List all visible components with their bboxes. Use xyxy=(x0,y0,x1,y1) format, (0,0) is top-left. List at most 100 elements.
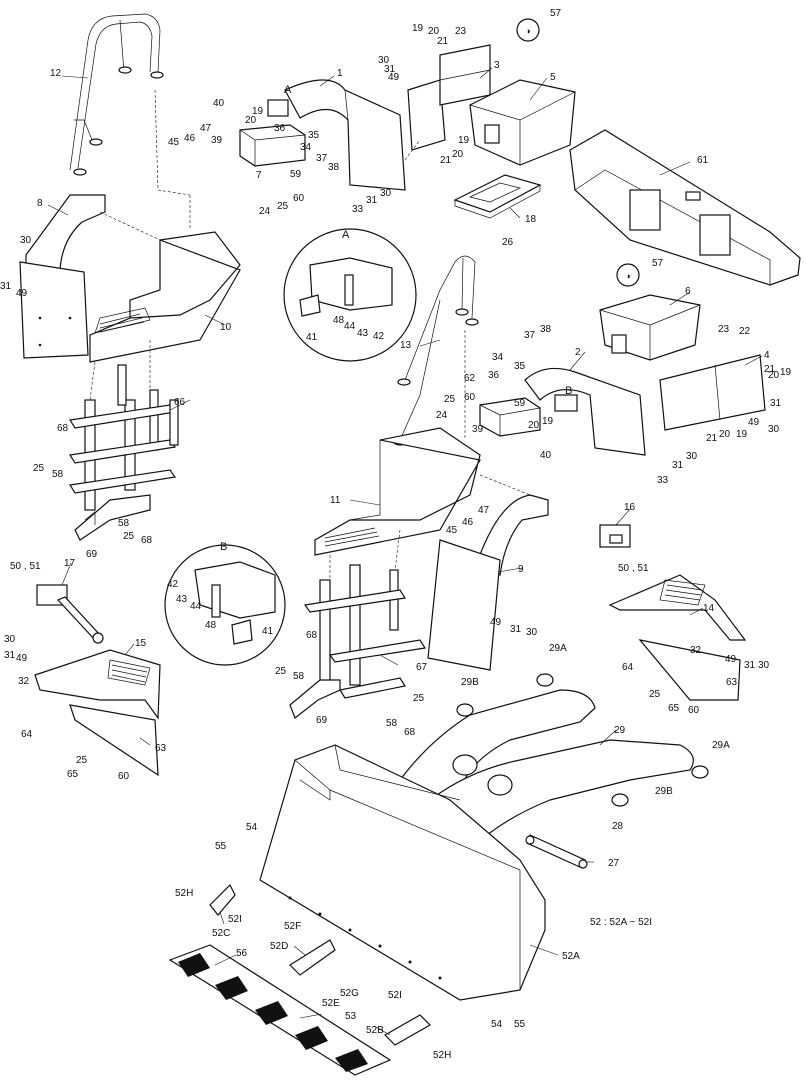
label-detail-b: B xyxy=(220,541,227,553)
label-52i: 52I xyxy=(228,914,242,925)
bucket-52a xyxy=(259,744,546,1001)
label-30: 30 xyxy=(378,55,390,66)
label-8: 8 xyxy=(37,198,43,209)
label-64: 64 xyxy=(21,729,33,740)
label-12: 12 xyxy=(50,68,62,79)
label-58d: 58 xyxy=(386,718,398,729)
label-20f: 20 xyxy=(768,370,780,381)
label-26: 26 xyxy=(502,237,514,248)
label-detail-b-inline: B xyxy=(565,385,572,397)
label-45b: 45 xyxy=(446,525,458,536)
label-55: 55 xyxy=(215,841,227,852)
label-52h-b: 52H xyxy=(433,1050,451,1061)
label-31b: 31 xyxy=(366,195,378,206)
label-56: 56 xyxy=(236,948,248,959)
label-21d: 21 xyxy=(764,364,776,375)
label-52d: 52D xyxy=(270,941,288,952)
label-32b: 32 xyxy=(690,645,702,656)
label-52g: 52G xyxy=(340,988,359,999)
label-68c: 68 xyxy=(306,630,318,641)
label-52e: 52E xyxy=(322,998,340,1009)
label-65b: 65 xyxy=(668,703,680,714)
boom-29 xyxy=(399,673,709,852)
label-58c: 58 xyxy=(293,671,305,682)
label-23: 23 xyxy=(455,26,467,37)
label-30c: 30 xyxy=(20,235,32,246)
tooth-52c xyxy=(209,883,236,916)
label-9: 9 xyxy=(518,564,524,575)
label-30d: 30 xyxy=(768,424,780,435)
step-15 xyxy=(34,649,161,720)
label-52h: 52H xyxy=(175,888,193,899)
label-46b: 46 xyxy=(462,517,474,528)
label-38b: 38 xyxy=(540,324,552,335)
label-33: 33 xyxy=(352,204,364,215)
label-44b: 44 xyxy=(190,601,202,612)
label-46: 46 xyxy=(184,133,196,144)
label-50-51b: 50 , 51 xyxy=(618,563,649,574)
label-49e: 49 xyxy=(16,653,28,664)
fender-1 xyxy=(267,79,406,191)
label-47b: 47 xyxy=(478,505,490,516)
label-61: 61 xyxy=(697,155,709,166)
label-58b: 58 xyxy=(118,518,130,529)
label-25h: 25 xyxy=(649,689,661,700)
label-39b: 39 xyxy=(472,424,484,435)
label-63: 63 xyxy=(155,743,167,754)
label-53: 53 xyxy=(345,1011,357,1022)
label-21c: 21 xyxy=(706,433,718,444)
platform-10 xyxy=(89,231,241,363)
label-31f: 31 xyxy=(510,624,522,635)
bracket-69-left xyxy=(74,494,151,541)
label-58: 58 xyxy=(52,469,64,480)
label-36: 36 xyxy=(274,123,286,134)
label-41b: 41 xyxy=(262,626,274,637)
label-16: 16 xyxy=(624,502,636,513)
label-59: 59 xyxy=(290,169,302,180)
bracket-69-center xyxy=(289,679,341,719)
label-35: 35 xyxy=(308,130,320,141)
bucket-bolt-holes xyxy=(288,896,442,980)
panel-63-left xyxy=(69,704,159,777)
label-45: 45 xyxy=(168,137,180,148)
handrail-13 xyxy=(393,255,479,446)
label-28: 28 xyxy=(612,821,624,832)
label-31: 31 xyxy=(384,64,396,75)
label-49b: 49 xyxy=(16,288,28,299)
label-20c: 20 xyxy=(245,115,257,126)
label-37b: 37 xyxy=(524,330,536,341)
label-25c: 25 xyxy=(33,463,45,474)
label-67: 67 xyxy=(416,662,428,673)
label-48: 48 xyxy=(333,315,345,326)
battery-box-6 xyxy=(599,294,701,361)
label-25: 25 xyxy=(277,201,289,212)
label-39: 39 xyxy=(211,135,223,146)
handrail-12 xyxy=(69,13,164,176)
label-31e: 31 xyxy=(672,460,684,471)
label-49c: 49 xyxy=(748,417,760,428)
detail-a-circle xyxy=(283,228,417,362)
housing-4 xyxy=(659,354,766,431)
label-detail-a: A xyxy=(342,229,350,241)
label-57b: 57 xyxy=(652,258,664,269)
label-64b: 64 xyxy=(622,662,634,673)
plate-57-right: ◑ xyxy=(616,263,640,287)
fender-2 xyxy=(524,367,646,456)
label-52i-b: 52I xyxy=(388,990,402,1001)
label-32: 32 xyxy=(18,676,30,687)
label-31g: 31 xyxy=(4,650,16,661)
label-37: 37 xyxy=(316,153,328,164)
label-35b: 35 xyxy=(514,361,526,372)
label-20b: 20 xyxy=(452,149,464,160)
step-ladder-67 xyxy=(303,564,426,699)
label-19e: 19 xyxy=(736,429,748,440)
label-66: 66 xyxy=(174,397,186,408)
detail-b-circle xyxy=(164,544,286,666)
label-25b: 25 xyxy=(444,394,456,405)
label-52b: 52B xyxy=(366,1025,384,1036)
label-69b: 69 xyxy=(316,715,328,726)
label-19f: 19 xyxy=(780,367,792,378)
label-18: 18 xyxy=(525,214,537,225)
label-65: 65 xyxy=(67,769,79,780)
label-24: 24 xyxy=(259,206,271,217)
